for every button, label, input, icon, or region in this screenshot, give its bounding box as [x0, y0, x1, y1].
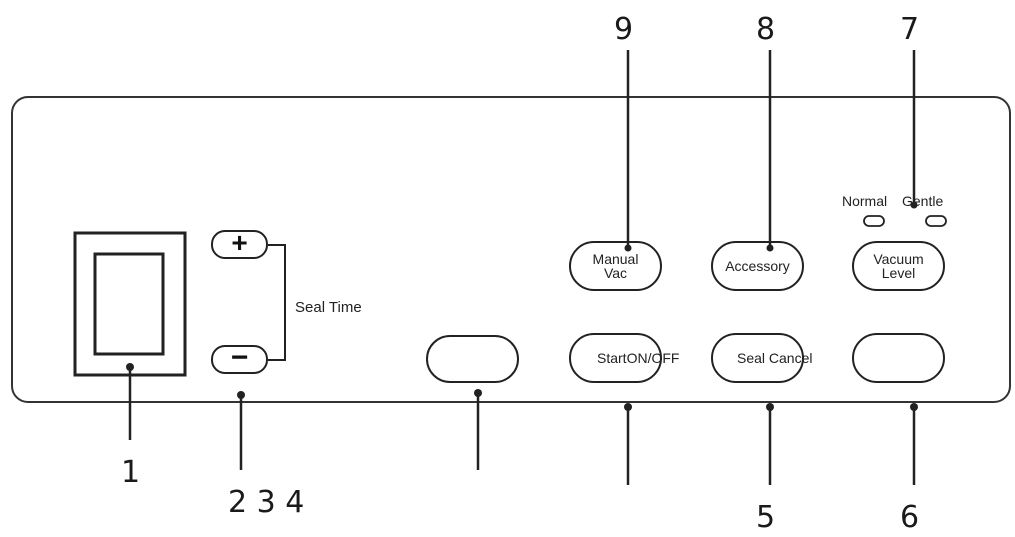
callout-2-3-4: 2 3 4 — [228, 485, 305, 520]
panel-outline — [11, 96, 1011, 403]
seal-time-plus-button[interactable] — [211, 230, 268, 259]
callout-5: 5 — [756, 500, 776, 535]
leader-dot-8 — [766, 244, 774, 252]
leader-dot-9 — [624, 244, 632, 252]
callout-7: 7 — [900, 12, 920, 47]
callout-1: 1 — [121, 455, 141, 490]
vacuum-level-label: Vacuum Level — [853, 252, 944, 280]
gentle-indicator-led — [925, 215, 947, 227]
power-switch-rocker[interactable] — [93, 252, 165, 356]
accessory-button[interactable] — [711, 241, 804, 291]
callout-9: 9 — [614, 12, 634, 47]
seal-time-minus-button[interactable] — [211, 345, 268, 374]
accessory-label: Accessory — [725, 258, 790, 274]
gentle-indicator-label: Gentle — [902, 193, 944, 209]
normal-indicator-led — [863, 215, 885, 227]
vacuum-level-label-line1: Vacuum — [873, 251, 924, 267]
callout-8: 8 — [756, 12, 776, 47]
minus-symbol: − — [230, 341, 249, 374]
manual-vac-label: Manual Vac — [570, 252, 661, 280]
start-onoff-button[interactable] — [569, 333, 662, 383]
normal-indicator-label: Normal — [842, 193, 888, 209]
manual-vac-button[interactable] — [569, 241, 662, 291]
blank-button-left[interactable] — [426, 335, 519, 383]
seal-cancel-label: Seal Cancel — [737, 350, 813, 366]
leader-dot-7 — [910, 201, 918, 209]
manual-vac-label-line2: Vac — [603, 265, 628, 281]
plus-symbol: + — [231, 227, 248, 258]
callout-6: 6 — [900, 500, 920, 535]
seal-cancel-button[interactable] — [711, 333, 804, 383]
blank-button-right[interactable] — [852, 333, 945, 383]
manual-vac-label-line1: Manual — [592, 251, 639, 267]
vacuum-level-button[interactable] — [852, 241, 945, 291]
seal-time-bracket — [268, 244, 286, 361]
start-onoff-label: StartON/OFF — [597, 350, 680, 366]
vacuum-level-label-line2: Level — [881, 265, 916, 281]
seal-time-label: Seal Time — [295, 299, 362, 316]
